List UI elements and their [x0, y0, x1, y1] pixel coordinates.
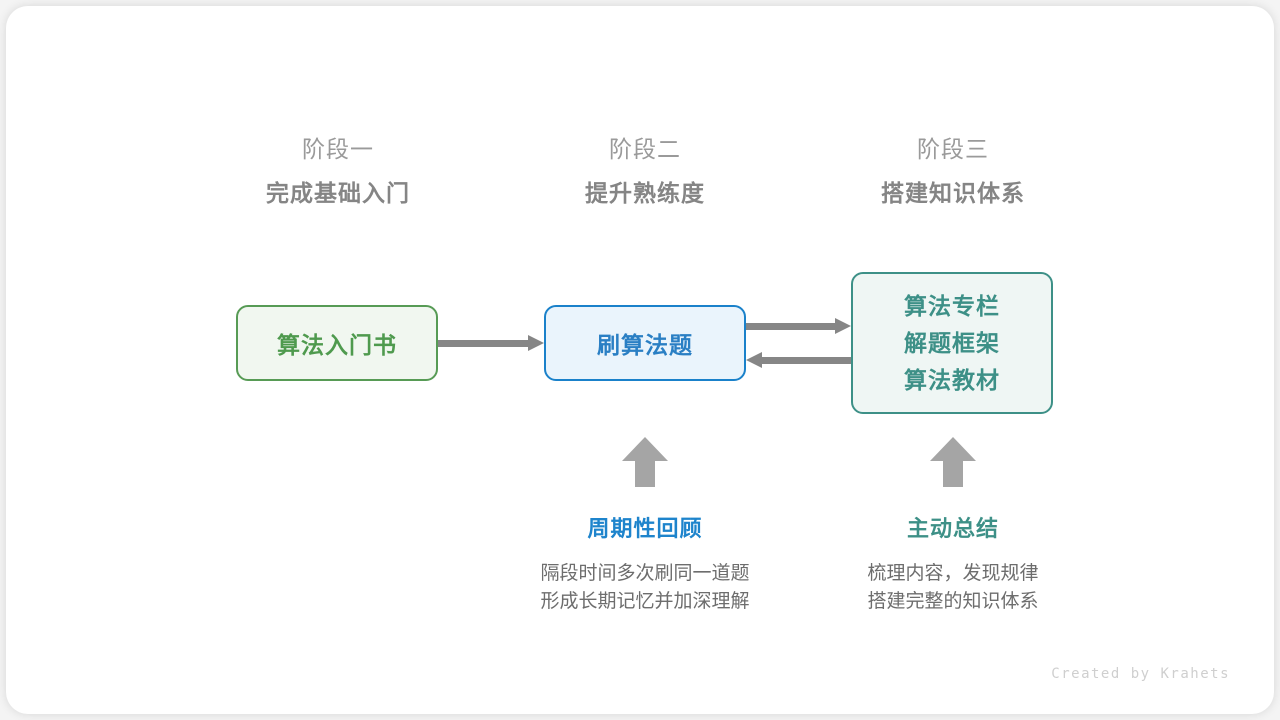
arrow-up-stem [943, 460, 963, 487]
arrow-shaft [760, 357, 851, 364]
arrow-head [528, 335, 544, 351]
annotation-active-summary-desc-line-2: 搭建完整的知识体系 [867, 591, 1039, 612]
stage-3-number: 阶段三 [917, 136, 989, 162]
stage-3-title: 搭建知识体系 [881, 180, 1025, 206]
stage-1-number: 阶段一 [302, 136, 374, 162]
annotation-periodic-review-desc-line-1: 隔段时间多次刷同一道题 [540, 563, 750, 584]
arrow-up-tip [622, 437, 668, 461]
diagram-card: 阶段一 完成基础入门 阶段二 提升熟练度 阶段三 搭建知识体系 算法入门书 刷算… [6, 6, 1274, 714]
annotation-periodic-review-description: 隔段时间多次刷同一道题 形成长期记忆并加深理解 [495, 560, 795, 616]
arrow-up-icon-summary [930, 437, 976, 487]
annotation-active-summary: 主动总结 梳理内容，发现规律 搭建完整的知识体系 [803, 514, 1103, 616]
stage-header-2: 阶段二 提升熟练度 [515, 134, 775, 208]
arrow-shaft [746, 323, 837, 330]
arrow-head [746, 352, 762, 368]
stage-2-title: 提升熟练度 [585, 180, 705, 206]
node-practice-problems-label: 刷算法题 [597, 332, 693, 358]
credit-text: Created by Krahets [1051, 666, 1230, 682]
annotation-active-summary-title: 主动总结 [906, 516, 999, 541]
node-practice-problems[interactable]: 刷算法题 [544, 305, 746, 381]
stage-1-title: 完成基础入门 [266, 180, 410, 206]
node-algorithm-book-label: 算法入门书 [277, 332, 397, 358]
arrow-right-icon-practice-to-resources [746, 318, 851, 334]
node-resources-line-2: 解题框架 [904, 329, 1000, 356]
arrow-up-stem [635, 460, 655, 487]
annotation-periodic-review-title: 周期性回顾 [587, 516, 703, 541]
annotation-active-summary-description: 梳理内容，发现规律 搭建完整的知识体系 [803, 560, 1103, 616]
annotation-active-summary-desc-line-1: 梳理内容，发现规律 [867, 563, 1039, 584]
node-algorithm-book[interactable]: 算法入门书 [236, 305, 438, 381]
stage-2-number: 阶段二 [609, 136, 681, 162]
node-resources-line-1: 算法专栏 [904, 292, 1000, 319]
arrow-up-tip [930, 437, 976, 461]
annotation-periodic-review: 周期性回顾 隔段时间多次刷同一道题 形成长期记忆并加深理解 [495, 514, 795, 616]
arrow-head [835, 318, 851, 334]
annotation-periodic-review-desc-line-2: 形成长期记忆并加深理解 [540, 591, 750, 612]
stage-header-3: 阶段三 搭建知识体系 [823, 134, 1083, 208]
arrow-up-icon-review [622, 437, 668, 487]
arrow-right-icon-book-to-practice [438, 335, 544, 351]
node-resources[interactable]: 算法专栏 解题框架 算法教材 [851, 272, 1053, 414]
stage-header-1: 阶段一 完成基础入门 [208, 134, 468, 208]
arrow-left-icon-resources-to-practice [746, 352, 851, 368]
node-resources-line-3: 算法教材 [904, 366, 1000, 393]
arrow-shaft [438, 340, 530, 347]
